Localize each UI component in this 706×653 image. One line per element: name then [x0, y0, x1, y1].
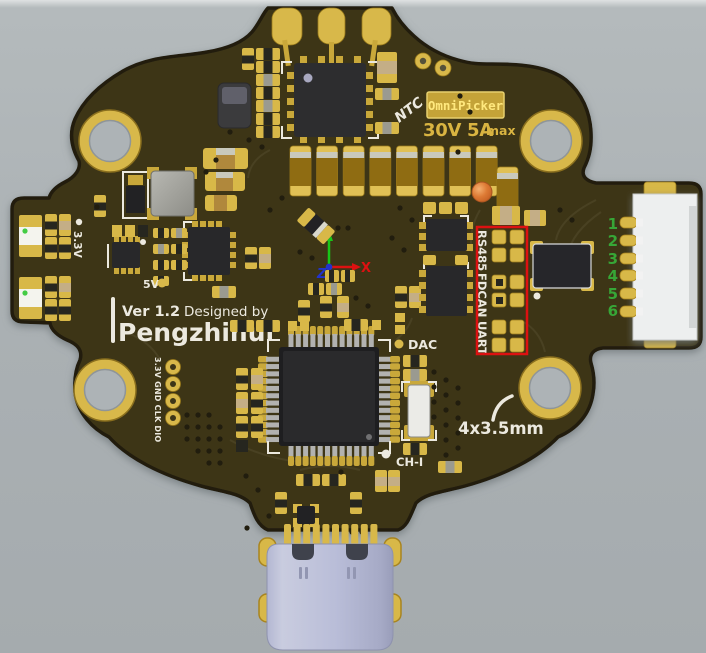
interface-pads — [491, 229, 525, 353]
pin-number-3: 3 — [608, 250, 618, 268]
tan-capacitors — [492, 206, 546, 226]
axis-x-label: X — [361, 261, 371, 276]
ch-i-label: CH-I — [396, 455, 423, 469]
dac-dot — [394, 339, 404, 349]
axis-z-label: Z — [316, 267, 327, 282]
ch-i-dot — [381, 449, 391, 459]
passives-left-of-mcu — [236, 368, 263, 452]
motor-pads-top — [271, 7, 392, 67]
mounting-spec-label: 4x3.5mm — [458, 419, 544, 438]
small-ic-3 — [293, 504, 319, 527]
mounting-spec-callout — [491, 394, 514, 422]
rail-5v-dot — [157, 278, 167, 288]
small-ic-2 — [182, 221, 236, 281]
version-label: Ver 1.2 — [122, 304, 180, 320]
mounting-hole-top-right — [519, 109, 583, 173]
pin-number-5: 5 — [608, 285, 618, 303]
designed-by-label: Designed by — [184, 304, 268, 320]
interface-highlight-box — [475, 225, 529, 356]
metal-shield — [147, 167, 197, 220]
usb-c-connector — [258, 524, 402, 651]
jst-pin-numbers: 1 2 3 4 5 6 — [608, 215, 618, 320]
passives-above-mcu — [230, 313, 405, 334]
status-led-orange — [471, 181, 493, 203]
version-block: Ver 1.2 Designed by Pengzhihui — [111, 297, 274, 347]
interface-label-uart: UART — [475, 321, 489, 355]
pin-number-4: 4 — [608, 267, 618, 285]
debug-header-label: 3.3V GND CLK DIO — [153, 357, 162, 442]
rail-5v-label: 5V — [143, 278, 160, 291]
dac-label: DAC — [408, 337, 437, 352]
crystal-oscillator — [401, 381, 437, 441]
interface-label-fdcan: FDCAN — [475, 273, 489, 317]
left-edge-leds — [19, 195, 106, 321]
interface-ic-2 — [419, 255, 473, 316]
inductor — [217, 82, 252, 129]
brand-badge: OmniPicker — [426, 91, 505, 119]
mcu-chip — [258, 326, 400, 466]
interface-ic-1 — [419, 202, 473, 251]
pin-number-6: 6 — [608, 302, 618, 320]
mounting-hole-bottom-left — [73, 358, 137, 422]
gold-caps-midleft — [203, 148, 248, 211]
interface-label-rs485: RS485 — [475, 230, 489, 271]
mounting-hole-top-left — [78, 109, 142, 173]
rail-3v3-dot — [75, 218, 83, 226]
small-ic-1 — [107, 236, 146, 274]
rail-3v3-label: 3.3V — [71, 231, 83, 259]
small-capacitors-top-right — [375, 52, 399, 134]
pin-number-2: 2 — [608, 232, 618, 250]
gate-driver-ic — [281, 56, 379, 143]
tilted-diode — [297, 208, 335, 244]
jst-connector — [619, 181, 698, 349]
rating-label: 30V 5A — [423, 120, 493, 141]
brand-badge-label: OmniPicker — [428, 98, 504, 113]
passives-center — [212, 247, 421, 322]
passives-above-usb — [275, 470, 400, 527]
ldo-transistor — [122, 171, 149, 219]
right-component — [530, 241, 594, 300]
rating-max-label: max — [486, 123, 516, 138]
pin-number-1: 1 — [608, 215, 618, 233]
mounting-hole-bottom-right — [518, 356, 582, 420]
